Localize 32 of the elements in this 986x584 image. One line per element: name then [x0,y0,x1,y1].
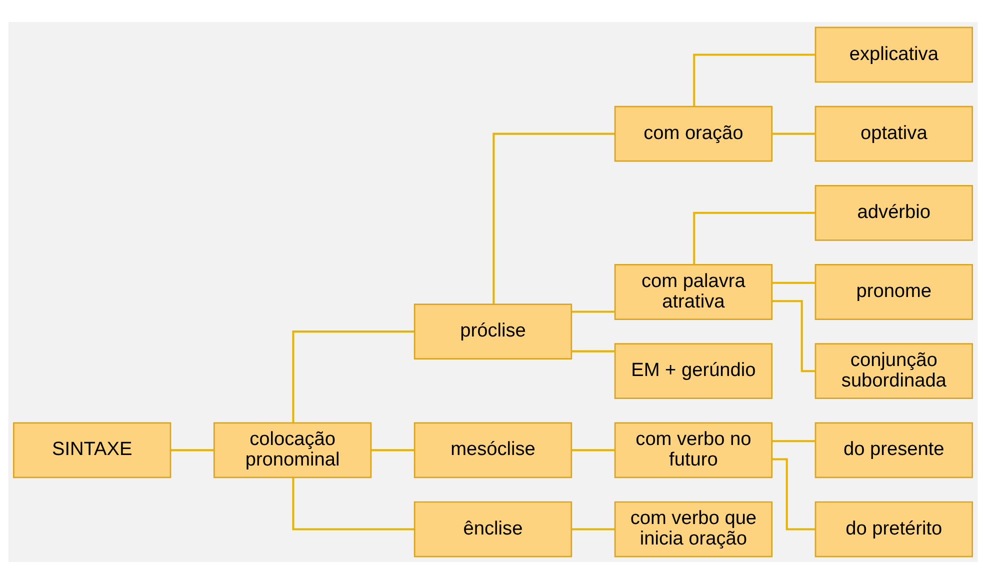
node-box: pronome [814,264,973,320]
node-box: do presente [814,422,973,478]
connector [772,132,816,135]
node-box: mesóclise [414,422,572,478]
connector [371,449,415,452]
node-box: com oração [614,106,773,162]
node-box: próclise [414,304,572,360]
connector [772,458,815,530]
node-box: com verbo no futuro [614,422,773,478]
connector [572,449,616,452]
node-box: conjunção subordinada [814,343,973,400]
connector [292,330,414,423]
node-box: do pretérito [814,501,973,558]
node-box: explicativa [814,26,973,83]
node-box: colocação pronominal [213,422,372,478]
connector [772,282,816,284]
node-box: EM + gerúndio [614,343,773,400]
connector [772,440,816,442]
node-box: SINTAXE [13,422,172,478]
node-box: advérbio [814,184,973,241]
connector [292,478,414,530]
connector [572,528,616,530]
node-box: optativa [814,106,973,162]
connector [572,310,616,313]
connector [170,449,214,452]
connector [693,212,815,264]
node-box: com verbo que inicia oração [614,501,773,558]
node-box: com palavra atrativa [614,264,773,320]
connector [492,132,614,304]
node-box: ênclise [414,501,572,558]
connector [693,54,815,106]
connector [572,350,616,352]
